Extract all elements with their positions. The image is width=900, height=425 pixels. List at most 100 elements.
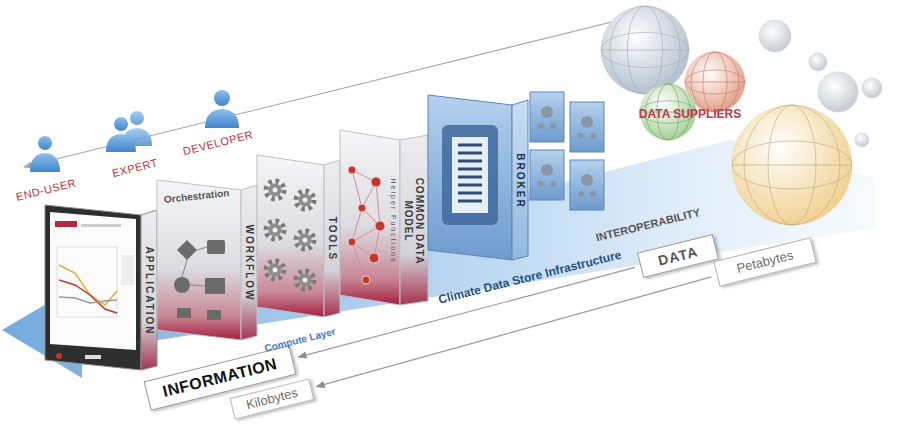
chart-line — [59, 280, 117, 313]
gear-icon — [296, 191, 314, 209]
panel-shape — [85, 355, 101, 359]
workflow-shapes — [205, 278, 225, 294]
adaptor-box — [530, 150, 564, 200]
screen-display — [50, 212, 136, 350]
supplier-label: DATA SUPPLIERS — [639, 108, 741, 122]
gear-icon — [266, 181, 284, 199]
panel-shape — [57, 247, 117, 317]
workflow-shapes — [182, 260, 187, 277]
chart-line — [59, 265, 117, 305]
person-icon — [30, 153, 60, 172]
user-role-label: END-USER — [15, 176, 78, 203]
server-icon — [458, 176, 482, 179]
panel-shape — [55, 221, 77, 227]
gear-icon — [296, 231, 314, 249]
person-icon — [205, 109, 239, 128]
panel-note: Helper Functions — [389, 178, 397, 263]
data-globe — [601, 6, 689, 94]
adaptor-box — [541, 106, 553, 118]
person-icon — [106, 134, 136, 152]
network-node — [375, 221, 385, 231]
panel-face — [340, 130, 400, 305]
gear-icon — [299, 274, 312, 287]
data-globe — [732, 165, 852, 166]
user-role-label: EXPERT — [111, 156, 159, 180]
panel-side — [400, 135, 428, 305]
panel-face — [45, 205, 141, 370]
workflow-shapes — [197, 247, 207, 250]
adaptor-box — [530, 92, 564, 142]
layer-caption: Compute Layer — [263, 326, 336, 355]
adaptor-box — [538, 181, 544, 187]
panel-shape — [56, 353, 62, 359]
data-globe — [732, 105, 852, 225]
workflow-shapes — [177, 240, 197, 260]
server-icon — [442, 125, 498, 225]
gear-icon — [266, 261, 284, 279]
network-node — [362, 276, 370, 284]
panel-shape — [121, 255, 134, 285]
chart-line — [59, 297, 117, 303]
data-box: DATA — [637, 234, 719, 278]
gear-icon — [273, 268, 278, 273]
panel-side — [512, 100, 528, 260]
network-node — [348, 238, 356, 246]
workflow-panel: OrchestrationWORKFLOW — [157, 180, 257, 340]
network-node — [348, 166, 356, 174]
adaptor-box — [530, 150, 564, 200]
data-globe — [732, 141, 852, 189]
data-globe — [685, 70, 745, 94]
layer-label: BROKER — [514, 153, 526, 208]
adaptor-box — [581, 174, 593, 186]
workflow-shapes — [174, 240, 225, 320]
person-icon — [130, 111, 144, 125]
panel-side — [324, 160, 340, 317]
gear-icon — [266, 181, 284, 199]
gear-icon — [269, 264, 282, 277]
bubble — [855, 133, 869, 147]
gear-icon — [303, 198, 308, 203]
layer-label: APPLICATION — [143, 246, 155, 335]
broker-panel: BROKER — [428, 95, 528, 260]
person-icon — [205, 90, 239, 128]
gear-icon — [296, 191, 314, 209]
gear-icon — [266, 221, 284, 239]
data-globe — [601, 32, 689, 67]
data-globe — [601, 6, 689, 94]
gear-icon — [296, 271, 314, 289]
box-label: Kilobytes — [245, 385, 300, 412]
layer-label: WORKFLOW — [243, 224, 255, 301]
layer-label: COMMON DATA MODEL — [403, 173, 425, 268]
person-icon — [38, 136, 52, 150]
bubble — [759, 20, 882, 147]
bubble — [809, 53, 827, 71]
bubble — [862, 78, 882, 98]
network-link — [376, 182, 380, 226]
adaptor-box — [590, 191, 596, 197]
gear-icon — [299, 234, 312, 247]
person-icon — [214, 90, 230, 106]
bubble — [818, 72, 858, 112]
gear-icon — [269, 184, 282, 197]
person-icon — [114, 117, 128, 131]
data-globe — [685, 82, 745, 83]
workflow-shapes — [174, 277, 190, 293]
workflow-shapes — [207, 310, 221, 320]
gear-icon — [296, 231, 314, 249]
data-globe — [601, 50, 689, 51]
adaptor-box — [590, 133, 596, 139]
gear-icon — [273, 228, 278, 233]
gear-icon — [266, 261, 284, 279]
gear-icon — [266, 221, 284, 239]
user-flow-line — [24, 15, 640, 167]
tools-panel: TOOLS — [257, 155, 340, 317]
adaptor-box — [538, 123, 544, 129]
panel-face — [157, 180, 241, 340]
server-icon — [458, 168, 482, 171]
server-icon — [442, 125, 498, 225]
server-icon — [458, 200, 482, 203]
server-icon — [458, 184, 482, 187]
adaptor-box — [570, 160, 604, 210]
bubble — [759, 20, 791, 52]
